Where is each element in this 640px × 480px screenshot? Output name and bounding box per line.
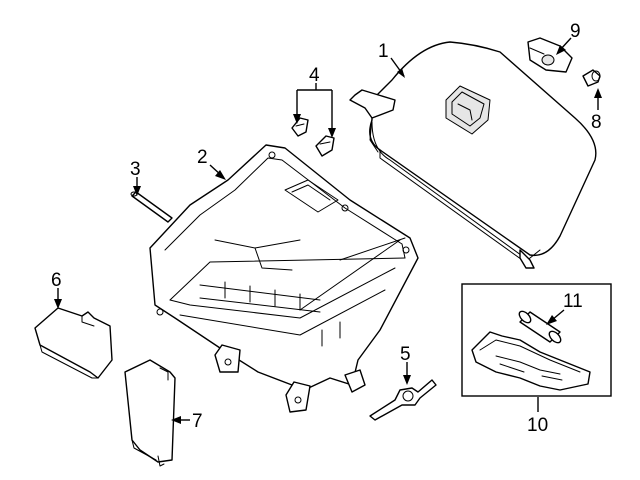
callout-2: 2 — [197, 147, 208, 168]
callout-7: 7 — [192, 411, 203, 432]
part-5-damper — [369, 379, 437, 421]
callout-6: 6 — [51, 270, 62, 291]
callout-10: 10 — [527, 415, 548, 436]
callout-leaders — [54, 37, 602, 424]
inset-box — [461, 283, 612, 397]
callout-5: 5 — [400, 344, 411, 365]
callout-8: 8 — [591, 112, 602, 133]
part-9-latch — [527, 37, 573, 73]
part-7-side-panel — [124, 359, 176, 467]
part-1-glove-box-door — [349, 41, 597, 269]
part-4-clips — [291, 117, 335, 157]
part-2-glove-box-housing — [149, 144, 419, 413]
callout-4: 4 — [309, 65, 320, 86]
part-11-bulb — [518, 310, 562, 344]
part-10-lamp-housing — [471, 331, 591, 391]
callout-9: 9 — [570, 21, 581, 42]
part-3-pin — [130, 191, 173, 223]
part-8-bumper — [582, 69, 601, 87]
part-6-cover — [34, 307, 113, 379]
callout-11: 11 — [563, 291, 583, 312]
callout-labels: 1 2 3 4 5 6 7 8 9 10 11 — [51, 21, 602, 436]
callout-1: 1 — [378, 41, 389, 62]
callout-3: 3 — [130, 159, 141, 180]
